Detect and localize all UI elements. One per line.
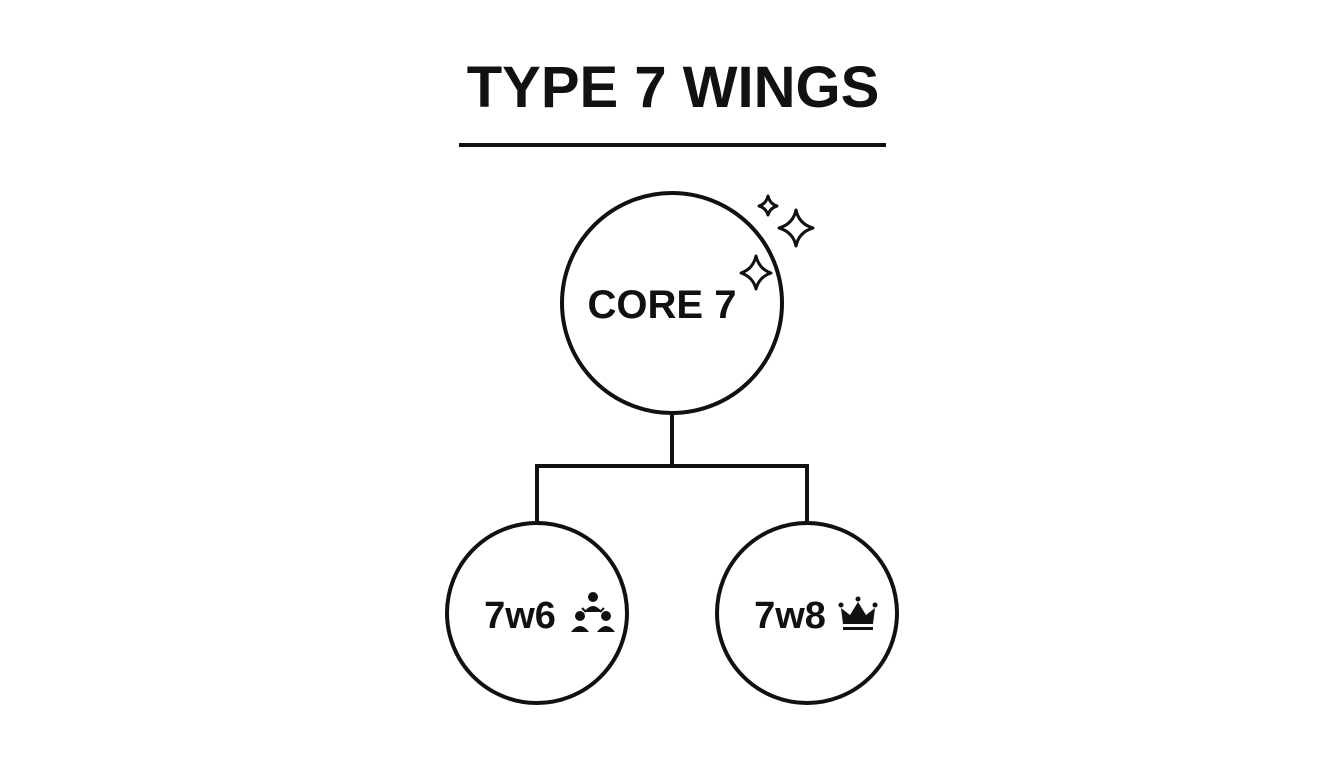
wing-node-7w8 [715, 521, 899, 705]
diagram-title: TYPE 7 WINGS [467, 55, 880, 120]
crown-icon [838, 596, 878, 630]
core-label: CORE 7 [588, 283, 737, 327]
wing-label-7w8: 7w8 [754, 595, 826, 637]
wing-label-7w6: 7w6 [484, 595, 556, 637]
people-network-icon [571, 592, 615, 632]
connector-lines [535, 413, 809, 524]
sparkles-icon [739, 194, 815, 291]
wing-node-7w6 [445, 521, 629, 705]
